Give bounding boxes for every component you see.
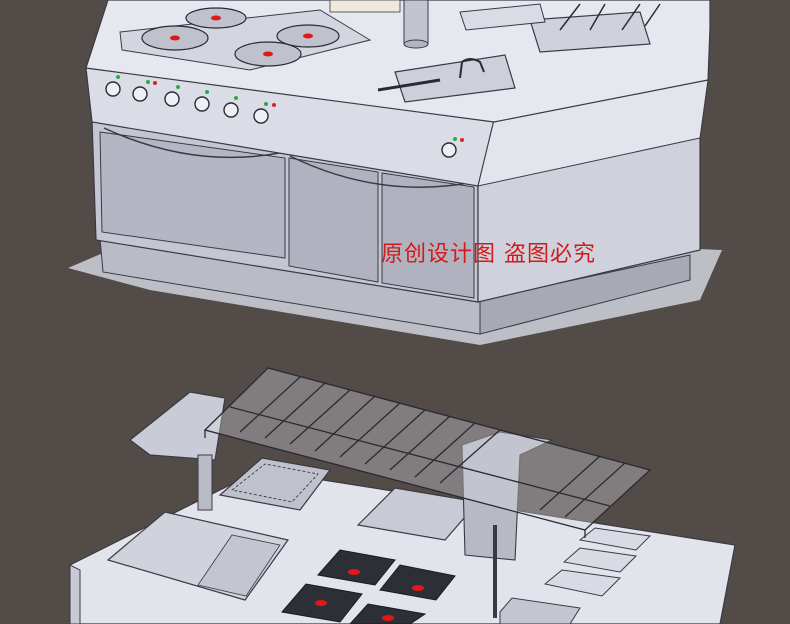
door-handle-right [289,155,475,188]
control-knobs [105,81,457,158]
hotplate-icon [379,564,456,601]
hotplate-icon [317,549,396,586]
fryer-basket-icon [231,463,319,503]
shelf-post [197,454,213,511]
gastronorm-wells [543,527,652,597]
side-shelf [129,391,226,461]
knob-icon [223,102,239,118]
overshelf-rack [203,367,652,538]
upper-cooking-island [68,0,722,345]
oven-door-left [99,131,286,259]
center-column [461,431,554,561]
square-hotplates [281,549,456,624]
knob-icon [164,91,180,107]
oven-door-right [381,172,475,299]
door-handle-left [103,127,286,159]
hotplates [141,7,340,67]
worktop-panel [329,0,401,13]
watermark-text: 原创设计图 盗图必究 [381,242,596,267]
knob-icon [441,142,457,158]
lower-cooking-island [69,367,736,624]
gn-containers [459,3,546,31]
vented-plinth [99,237,691,335]
oven-door-mid [288,157,379,283]
hotplate-icon [349,603,427,624]
knob-icon [132,86,148,102]
sink-basin [394,54,516,103]
knob-icon [253,108,269,124]
indicator-lights [116,75,464,142]
extraction-column [403,0,429,45]
knob-icon [105,81,121,97]
pasta-baskets [559,3,661,31]
pasta-cooker [529,11,651,53]
lower-front-edge [69,564,81,624]
lower-sink [499,597,581,624]
knob-icon [194,96,210,112]
faucet-icon [459,58,485,79]
